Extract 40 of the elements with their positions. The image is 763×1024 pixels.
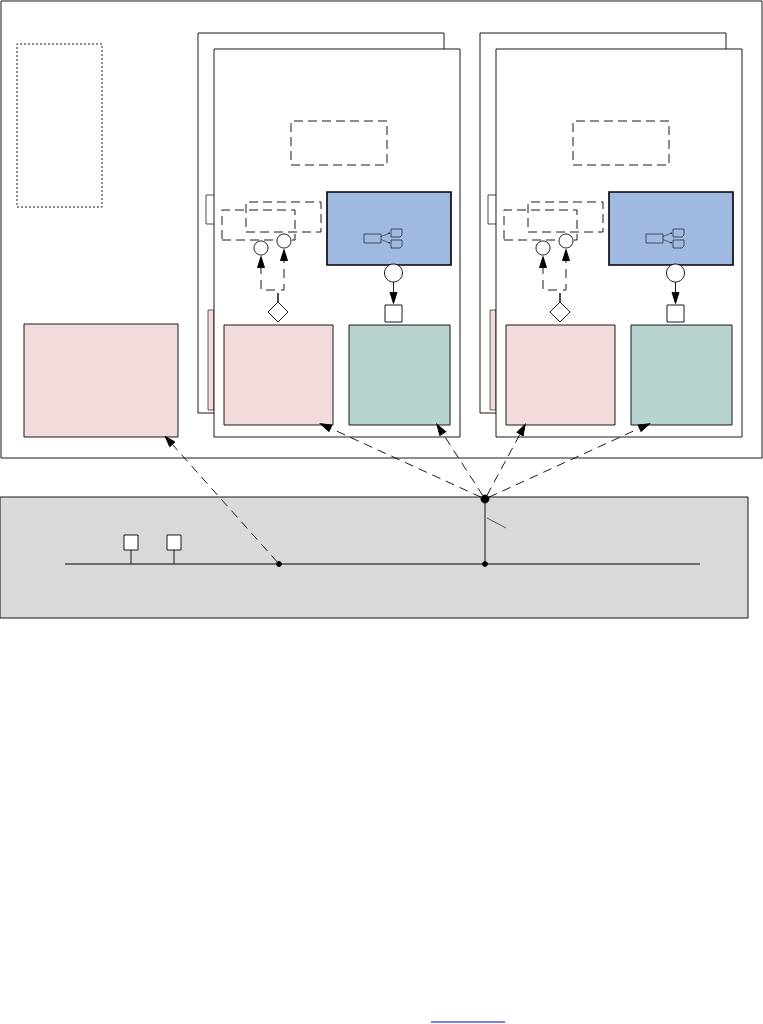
stub-line (130, 549, 132, 564)
diamond-symbol (267, 301, 289, 323)
dashed-box (16, 43, 103, 208)
component-box (223, 324, 334, 426)
arrow (277, 249, 288, 303)
interface-circle (253, 240, 269, 256)
dashed-box (221, 209, 296, 241)
square-symbol (166, 534, 182, 551)
stub-line (173, 549, 175, 564)
square-symbol (123, 534, 139, 551)
component-box (505, 324, 616, 426)
network-band (0, 496, 749, 619)
diamond-symbol (549, 301, 571, 323)
arrow (559, 249, 570, 303)
square-symbol (666, 304, 685, 323)
interface-circle (276, 233, 292, 249)
interface-circle (666, 263, 685, 283)
dashed-box (503, 209, 578, 241)
component-box (23, 323, 179, 438)
component-box (348, 324, 451, 426)
dashed-box (527, 201, 604, 233)
arrow (488, 423, 651, 498)
component-box (326, 191, 452, 266)
connector-line (484, 502, 486, 562)
component-box (608, 191, 734, 266)
square-symbol (384, 304, 403, 323)
interface-circle (535, 240, 551, 256)
dashed-box (245, 201, 322, 233)
arrow (436, 423, 484, 497)
arrow (486, 423, 526, 496)
component-box (630, 324, 733, 426)
arrow (164, 435, 278, 563)
interface-circle (558, 233, 574, 249)
arrow (671, 281, 680, 304)
dashed-box (572, 120, 670, 166)
arrow (319, 423, 482, 498)
interface-circle (384, 263, 403, 283)
bus-line (65, 563, 700, 565)
arrow (389, 281, 398, 304)
dashed-box (290, 120, 388, 166)
